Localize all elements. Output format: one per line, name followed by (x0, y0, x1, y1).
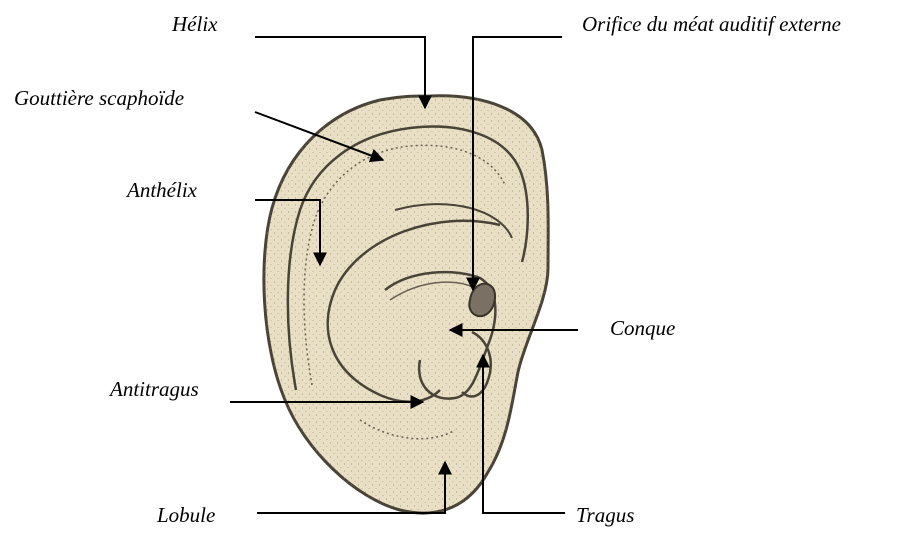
label-antitragus: Antitragus (110, 379, 199, 400)
label-gouttiere: Gouttière scaphoïde (14, 88, 184, 109)
label-lobule: Lobule (157, 505, 215, 526)
label-anthelix: Anthélix (127, 180, 197, 201)
label-helix: Hélix (172, 14, 217, 35)
label-conque: Conque (610, 318, 675, 339)
label-orifice: Orifice du méat auditif externe (582, 14, 841, 35)
label-tragus: Tragus (576, 505, 634, 526)
